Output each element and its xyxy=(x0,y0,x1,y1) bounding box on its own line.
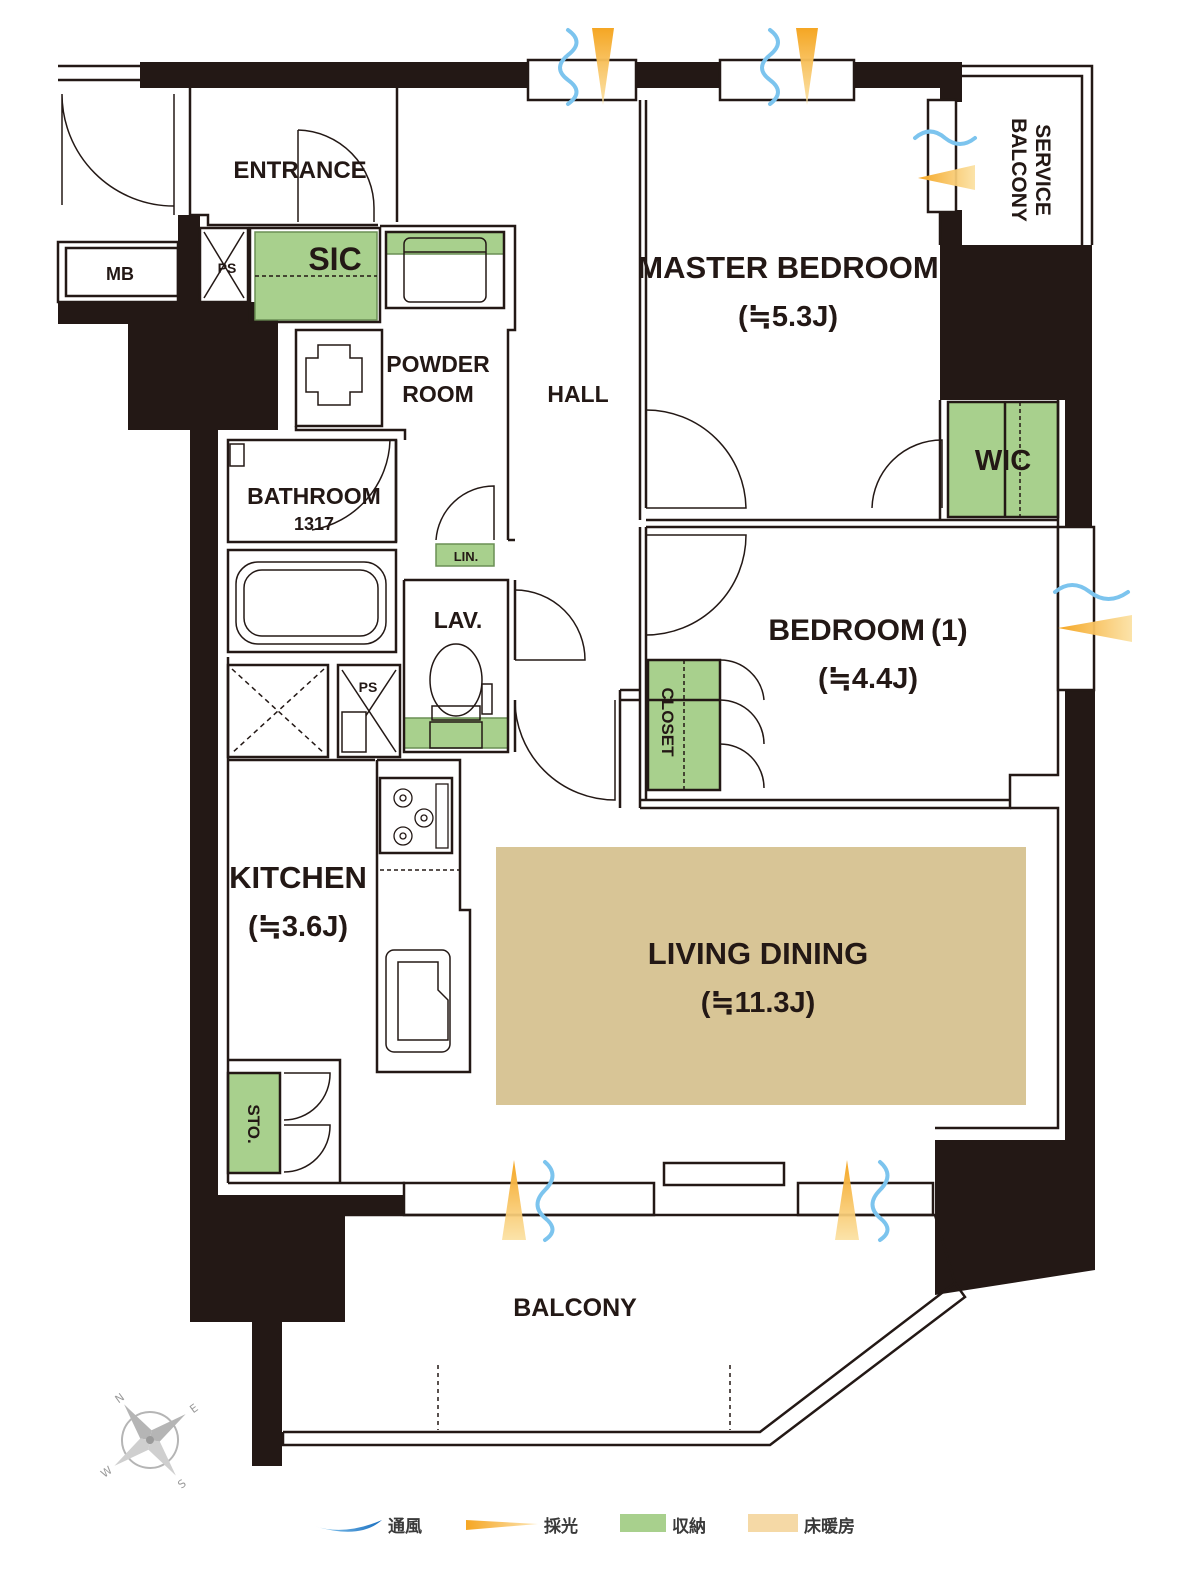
label-sic: SIC xyxy=(308,241,361,277)
legend-storage-label: 収納 xyxy=(672,1516,706,1537)
label-master-bedroom-size: (≒5.3J) xyxy=(738,301,838,333)
label-mb: MB xyxy=(106,264,134,284)
label-balcony: BALCONY xyxy=(513,1294,637,1322)
fixtures xyxy=(203,231,1021,1430)
compass-e: E xyxy=(187,1401,200,1416)
interior-walls xyxy=(56,58,1096,1447)
legend: 通風 採光 収納 床暖房 xyxy=(314,1514,855,1537)
doors xyxy=(61,93,943,1173)
structural-walls xyxy=(58,62,1095,1466)
kitchen-sink xyxy=(385,949,451,1053)
legend-ventilation-label: 通風 xyxy=(388,1517,422,1537)
label-powder-room-2: ROOM xyxy=(402,381,474,407)
label-ps-top: PS xyxy=(218,260,237,276)
label-bedroom1: BEDROOM (1) xyxy=(768,614,967,647)
label-service-balcony-2: BALCONY xyxy=(1007,118,1030,222)
label-powder-room-1: POWDER xyxy=(386,351,490,377)
label-kitchen: KITCHEN xyxy=(229,860,367,895)
label-lin: LIN. xyxy=(454,549,479,564)
label-bathroom-size: 1317 xyxy=(294,514,334,534)
compass-rose-icon: N S E W xyxy=(98,1391,200,1492)
label-hall: HALL xyxy=(547,381,608,407)
label-service-balcony-1: SERVICE xyxy=(1031,124,1054,216)
label-wic: WIC xyxy=(975,445,1031,477)
label-entrance: ENTRANCE xyxy=(233,157,366,184)
label-living-dining: LIVING DINING xyxy=(648,936,868,971)
label-bathroom: BATHROOM xyxy=(247,483,381,509)
room-labels: ENTRANCE SIC PS MB POWDER ROOM HALL MAST… xyxy=(106,118,1054,1322)
stove xyxy=(393,783,449,849)
compass-s: S xyxy=(175,1477,188,1492)
green-swatch-icon xyxy=(620,1514,666,1532)
compass-w: W xyxy=(98,1464,115,1481)
label-living-dining-size: (≒11.3J) xyxy=(701,987,816,1019)
label-bedroom1-size: (≒4.4J) xyxy=(818,663,918,695)
lin-storage xyxy=(435,543,495,567)
wic-storage xyxy=(947,401,1059,518)
daylight-markers xyxy=(502,28,1132,1240)
legend-floor-heating-label: 床暖房 xyxy=(804,1516,855,1537)
label-lav: LAV. xyxy=(434,607,483,633)
toilet xyxy=(429,643,483,717)
light-wedge-icon xyxy=(466,1520,538,1530)
wind-swoosh-icon xyxy=(314,1520,382,1532)
label-sto: STO. xyxy=(244,1104,263,1143)
tan-swatch-icon xyxy=(748,1514,798,1532)
label-master-bedroom: MASTER BEDROOM xyxy=(637,250,938,285)
compass-n: N xyxy=(113,1391,127,1406)
legend-daylight-label: 採光 xyxy=(544,1516,578,1537)
label-closet: CLOSET xyxy=(658,688,677,758)
ventilation-markers xyxy=(535,28,1130,1242)
label-kitchen-size: (≒3.6J) xyxy=(248,911,348,943)
label-ps-mid: PS xyxy=(359,679,378,695)
floor-heating-area xyxy=(496,847,1026,1105)
bathtub xyxy=(235,561,387,645)
